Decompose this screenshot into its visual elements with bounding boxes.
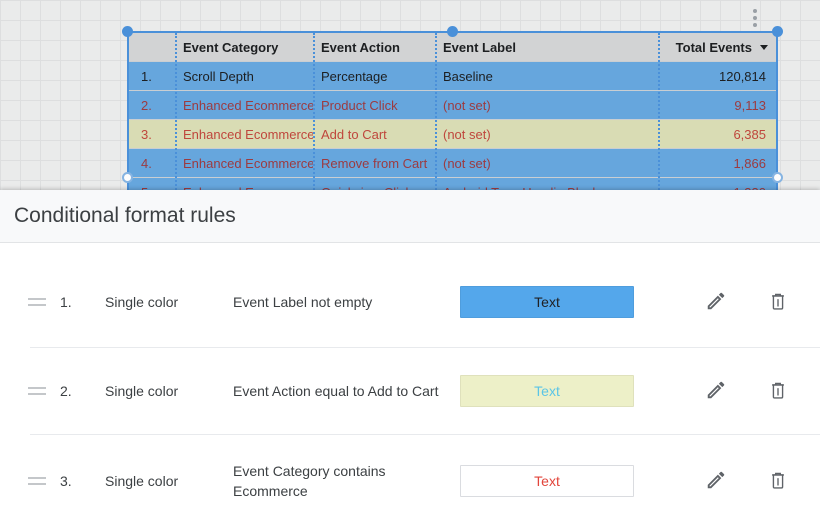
table-header-label: Event Label xyxy=(443,39,516,55)
table-cell-label: (not set) xyxy=(443,97,491,113)
table-header-row: Event Category Event Action Event Label … xyxy=(129,33,776,61)
pencil-icon xyxy=(707,381,725,399)
table-row: 4. Enhanced Ecommerce Remove from Cart (not… xyxy=(129,148,776,177)
caret-down-icon xyxy=(760,44,768,50)
selection-handle-top-left[interactable] xyxy=(122,26,133,37)
selection-handle-top-center[interactable] xyxy=(447,26,458,37)
rule-color-swatch[interactable]: Text xyxy=(460,464,634,497)
table-cell-total: 1,330 xyxy=(658,185,776,191)
trash-icon xyxy=(772,293,784,310)
edit-rule-button[interactable] xyxy=(704,290,728,314)
table-cell-total: 1,866 xyxy=(733,155,766,171)
rule-type: Single color xyxy=(105,383,179,399)
table-header-total[interactable]: Total Events xyxy=(658,40,776,55)
pencil-icon xyxy=(707,292,725,310)
table-body: 1. Scroll Depth Percentage Baseline 120,814 2… xyxy=(129,61,776,190)
rule-condition: Event Label not empty xyxy=(233,294,373,310)
table-cell-action: Percentage xyxy=(321,68,388,84)
rule-condition: Event Action equal to Add to Cart xyxy=(233,383,439,399)
table-cell-action: Add to Cart xyxy=(321,126,387,142)
report-canvas: Event Category Event Action Event Label … xyxy=(0,0,820,190)
table-cell-category: Enhanced Ecommerce xyxy=(183,126,313,142)
trash-icon xyxy=(772,382,784,399)
selection-handle-mid-left[interactable] xyxy=(122,172,133,183)
rule-row: 1. Single color Event Label not empty Text xyxy=(0,243,820,347)
table-cell-label: (not set) xyxy=(443,126,491,142)
table-cell-action: Remove from Cart xyxy=(321,155,428,171)
table-cell-total: 120,814 xyxy=(719,68,766,84)
rule-type: Single color xyxy=(105,472,179,489)
edit-rule-button[interactable] xyxy=(704,379,728,403)
edit-rule-button[interactable] xyxy=(704,469,728,493)
table-cell-category: Enhanced Ecommerce xyxy=(183,155,313,171)
panel-header: Conditional format rules xyxy=(0,190,820,243)
rule-color-swatch[interactable]: Text xyxy=(460,286,634,318)
events-table-widget[interactable]: Event Category Event Action Event Label … xyxy=(127,31,778,190)
table-cell-category: Enhanced Ecommerce xyxy=(183,97,313,113)
rule-color-swatch[interactable]: Text xyxy=(460,375,634,407)
rule-index: 1. xyxy=(60,294,72,310)
rule-index: 2. xyxy=(60,383,72,399)
table-cell-label: (not set) xyxy=(443,155,491,171)
table-header-action: Event Action xyxy=(321,39,400,55)
panel-title: Conditional format rules xyxy=(14,204,236,227)
column-divider[interactable] xyxy=(175,33,177,190)
column-divider[interactable] xyxy=(658,33,660,190)
table-cell-num: 5. xyxy=(129,185,175,191)
column-divider[interactable] xyxy=(313,33,315,190)
drag-handle-icon[interactable] xyxy=(28,387,46,395)
rule-divider xyxy=(30,434,820,435)
rule-index: 3. xyxy=(60,472,72,489)
delete-rule-button[interactable] xyxy=(766,469,790,493)
table-row: 5.Enhanced EcommerceQuickview ClickAndro… xyxy=(129,177,776,190)
table-cell-num: 4. xyxy=(141,155,152,171)
selection-handle-top-right[interactable] xyxy=(772,26,783,37)
trash-icon xyxy=(772,472,784,489)
table-header-category: Event Category xyxy=(183,39,279,55)
drag-handle-icon[interactable] xyxy=(28,298,46,306)
drag-handle-icon[interactable] xyxy=(28,476,46,485)
rule-type: Single color xyxy=(105,294,179,310)
pencil-icon xyxy=(707,471,725,488)
rule-divider xyxy=(30,347,820,348)
table-cell-num: 3. xyxy=(141,126,152,142)
selection-handle-mid-right[interactable] xyxy=(772,172,783,183)
table-cell-total: 6,385 xyxy=(733,126,766,142)
table-cell-label: Android Tops Hoodie Black xyxy=(435,185,658,191)
table-cell-label: Baseline xyxy=(443,68,493,84)
table-cell-action: Product Click xyxy=(321,97,398,113)
rule-row: 2. Single color Event Action equal to Add … xyxy=(0,348,820,434)
table-cell-category: Scroll Depth xyxy=(183,68,254,84)
table-cell-category: Enhanced Ecommerce xyxy=(175,185,313,191)
table-row: 3. Enhanced Ecommerce Add to Cart (not set)… xyxy=(129,119,776,148)
vertical-dots-icon[interactable] xyxy=(751,6,759,30)
table-cell-num: 1. xyxy=(141,68,152,84)
delete-rule-button[interactable] xyxy=(766,379,790,403)
delete-rule-button[interactable] xyxy=(766,290,790,314)
table-cell-action: Quickview Click xyxy=(313,185,435,191)
table-row: 1. Scroll Depth Percentage Baseline 120,814 xyxy=(129,61,776,90)
column-divider[interactable] xyxy=(435,33,437,190)
table-cell-total: 9,113 xyxy=(734,97,766,113)
table-cell-num: 2. xyxy=(141,97,152,113)
table-row: 2. Enhanced Ecommerce Product Click (not se… xyxy=(129,90,776,119)
